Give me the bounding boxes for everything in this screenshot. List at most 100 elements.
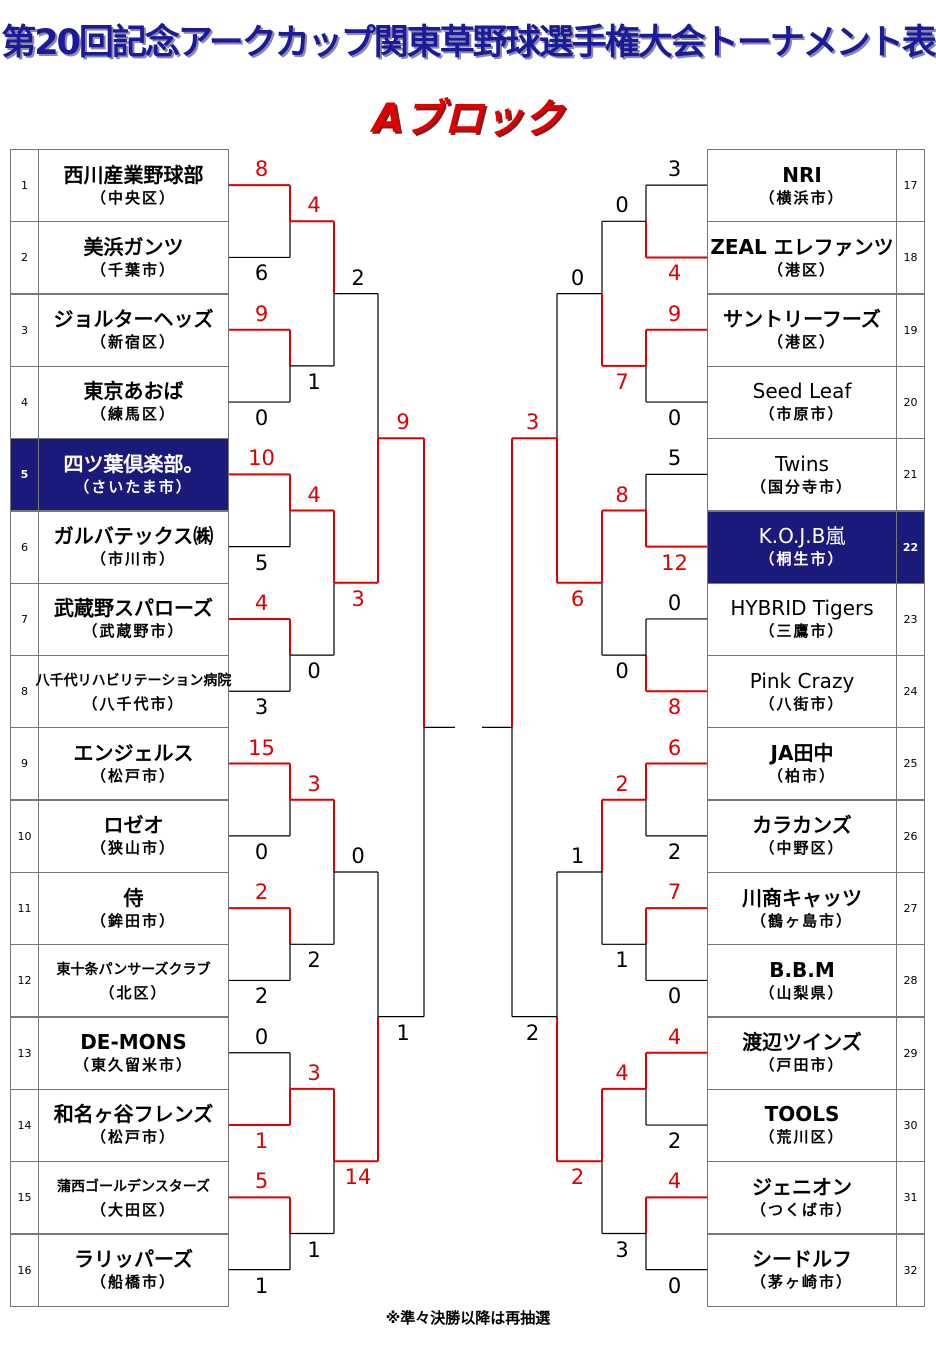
tournament-title: 第20回記念アークカップ関東草野球選手権大会トーナメント表 bbox=[1, 23, 936, 63]
team-entry: 八千代リハビリテーション病院（八千代市） bbox=[35, 655, 232, 729]
game-score: 7 bbox=[615, 369, 629, 394]
team-entry: ジェニオン（つくば市） bbox=[707, 1161, 897, 1235]
team-city: （荒川区） bbox=[759, 1128, 845, 1147]
game-score: 8 bbox=[254, 157, 269, 182]
team-entry: ロゼオ（狭山市） bbox=[38, 799, 229, 873]
team-entry: JA田中（柏市） bbox=[707, 727, 897, 801]
game-score: 4 bbox=[307, 482, 321, 507]
team-city: （武蔵野市） bbox=[82, 622, 185, 641]
team-city: （さいたま市） bbox=[74, 477, 193, 496]
team-entry: 四ツ葉倶楽部。（さいたま市） bbox=[38, 438, 229, 512]
team-entry: ガルバテックス㈱（市川市） bbox=[38, 510, 229, 584]
team-city: （国分寺市） bbox=[750, 477, 853, 496]
team-city: （鉾田市） bbox=[90, 911, 176, 930]
game-score: 0 bbox=[351, 844, 365, 868]
seed-number: 26 bbox=[896, 799, 925, 873]
team-city: （北区） bbox=[99, 983, 168, 1002]
game-score: 2 bbox=[667, 839, 682, 864]
team-name: DE-MONS bbox=[80, 1030, 187, 1055]
game-score: 2 bbox=[351, 265, 365, 290]
team-name: TOOLS bbox=[764, 1102, 840, 1127]
game-score: 5 bbox=[667, 446, 682, 471]
game-score: 1 bbox=[396, 1020, 410, 1045]
game-score: 9 bbox=[254, 301, 269, 326]
team-city: （千葉市） bbox=[90, 260, 176, 279]
team-name: ジョルターヘッズ bbox=[53, 307, 214, 332]
seed-number: 28 bbox=[896, 944, 925, 1018]
seed-number: 22 bbox=[896, 510, 925, 584]
team-name: 四ツ葉倶楽部。 bbox=[63, 451, 204, 476]
game-score: 2 bbox=[615, 771, 629, 796]
team-entry: 渡辺ツインズ（戸田市） bbox=[707, 1016, 897, 1090]
team-name: 東十条パンサーズクラブ bbox=[56, 961, 211, 978]
game-score: 0 bbox=[615, 193, 629, 218]
game-score: 2 bbox=[307, 948, 321, 973]
team-entry: シードルフ（茅ヶ崎市） bbox=[707, 1233, 897, 1307]
game-score: 2 bbox=[570, 1165, 585, 1190]
team-name: Twins bbox=[775, 451, 829, 476]
game-score: 14 bbox=[344, 1165, 372, 1190]
game-score: 2 bbox=[525, 1020, 540, 1045]
team-name: K.O.J.B嵐 bbox=[758, 524, 846, 548]
team-city: （大田区） bbox=[90, 1200, 176, 1219]
seed-number: 12 bbox=[10, 944, 39, 1018]
game-score: 6 bbox=[254, 261, 269, 286]
game-score: 3 bbox=[615, 1237, 629, 1262]
note: ※準々決勝以降は再抽選 bbox=[385, 1309, 551, 1327]
seed-number: 20 bbox=[896, 365, 925, 439]
team-entry: 川商キャッツ（鶴ヶ島市） bbox=[707, 872, 897, 945]
team-name: 川商キャッツ bbox=[742, 885, 862, 910]
game-score: 10 bbox=[248, 446, 275, 471]
team-city: （鶴ヶ島市） bbox=[750, 911, 853, 930]
seed-number: 15 bbox=[10, 1161, 39, 1235]
team-entry: 侍（鉾田市） bbox=[38, 872, 229, 945]
game-score: 3 bbox=[667, 157, 682, 182]
team-city: （山梨県） bbox=[759, 983, 845, 1002]
team-name: シードルフ bbox=[752, 1247, 852, 1271]
seed-number: 32 bbox=[896, 1233, 925, 1307]
team-city: （狭山市） bbox=[90, 839, 176, 858]
team-entry: DE-MONS（東久留米市） bbox=[38, 1016, 229, 1090]
game-score: 4 bbox=[254, 590, 269, 615]
team-name: ジェニオン bbox=[752, 1174, 852, 1199]
game-score: 0 bbox=[615, 659, 629, 684]
seed-number: 9 bbox=[10, 727, 39, 801]
seed-number: 19 bbox=[896, 293, 925, 367]
seed-number: 8 bbox=[10, 655, 39, 729]
game-score: 3 bbox=[351, 586, 365, 611]
team-name: 蒲西ゴールデンスターズ bbox=[56, 1178, 211, 1195]
team-name: NRI bbox=[782, 162, 822, 187]
team-city: （中央区） bbox=[90, 188, 176, 207]
team-name: Pink Crazy bbox=[749, 668, 855, 693]
team-name: カラカンズ bbox=[752, 813, 852, 838]
game-score: 4 bbox=[615, 1060, 629, 1085]
team-name: 八千代リハビリテーション病院 bbox=[35, 672, 232, 689]
team-entry: 和名ヶ谷フレンズ（松戸市） bbox=[38, 1088, 229, 1162]
game-score: 8 bbox=[667, 695, 682, 720]
game-score: 3 bbox=[307, 1060, 321, 1085]
team-name: 西川産業野球部 bbox=[63, 162, 204, 187]
team-city: （三鷹市） bbox=[759, 622, 845, 641]
game-score: 1 bbox=[615, 948, 629, 973]
game-score: 0 bbox=[667, 984, 682, 1009]
team-entry: Pink Crazy（八街市） bbox=[707, 655, 897, 729]
seed-number: 16 bbox=[10, 1233, 39, 1307]
team-name: ラリッパーズ bbox=[74, 1247, 193, 1271]
seed-number: 13 bbox=[10, 1016, 39, 1090]
game-score: 1 bbox=[254, 1129, 269, 1154]
team-entry: 東京あおば（練馬区） bbox=[38, 365, 229, 439]
seed-number: 23 bbox=[896, 582, 925, 656]
game-score: 1 bbox=[307, 369, 321, 394]
team-name: ロゼオ bbox=[103, 813, 164, 838]
seed-number: 4 bbox=[10, 365, 39, 439]
seed-number: 17 bbox=[896, 149, 925, 222]
game-score: 6 bbox=[667, 735, 682, 760]
team-entry: 西川産業野球部（中央区） bbox=[38, 149, 229, 222]
team-city: （八街市） bbox=[759, 694, 845, 713]
game-score: 4 bbox=[307, 193, 321, 218]
game-score: 15 bbox=[248, 735, 275, 760]
game-score: 5 bbox=[254, 550, 269, 575]
seed-number: 10 bbox=[10, 799, 39, 873]
game-score: 0 bbox=[254, 1024, 269, 1049]
